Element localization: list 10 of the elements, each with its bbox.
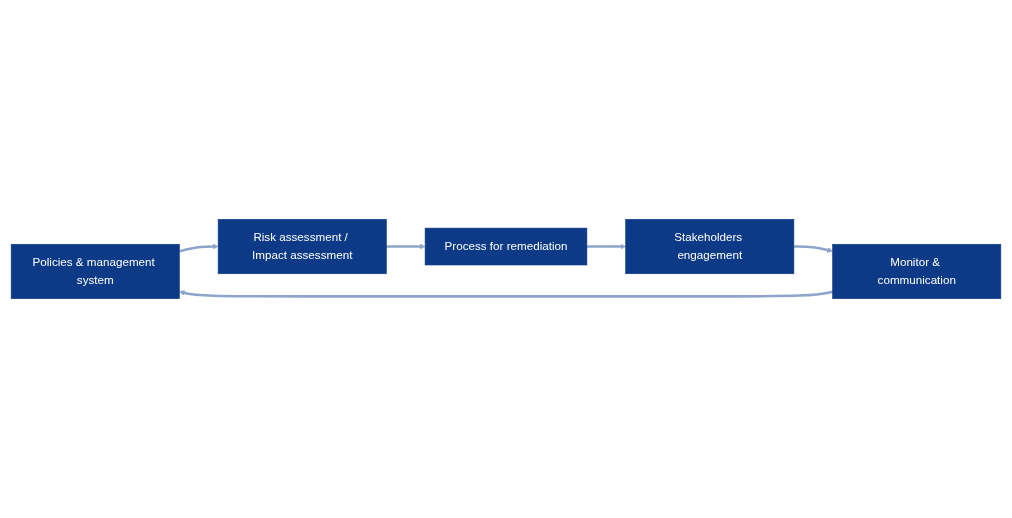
node-box: Process for remediation [424, 227, 588, 266]
node-box: Risk assessment / Impact assessment [217, 219, 387, 275]
arrow [386, 243, 426, 250]
node-box: Stakeholders engagement [625, 219, 795, 275]
arrow [179, 290, 833, 298]
node-box: Monitor & communication [832, 243, 1002, 299]
arrow [179, 243, 219, 253]
node-box: Policies & management system [10, 243, 180, 299]
arrow [586, 243, 626, 250]
arrow [793, 245, 833, 253]
